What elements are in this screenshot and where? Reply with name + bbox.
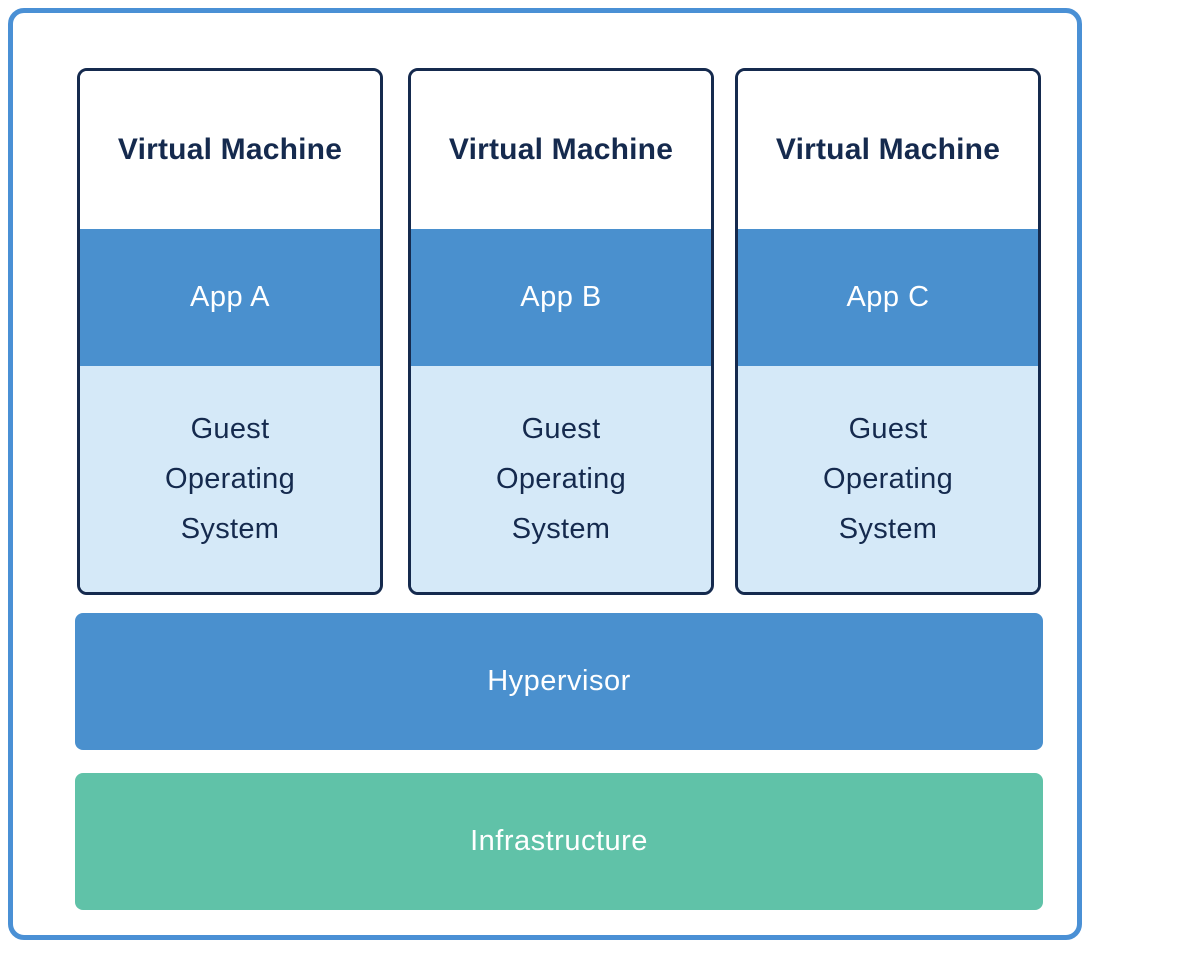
host-boundary-frame: Virtual Machine App A Guest Operating Sy… [8, 8, 1082, 940]
vm-2-title: Virtual Machine [448, 133, 674, 166]
vm-card-3: Virtual Machine App C Guest Operating Sy… [735, 68, 1041, 595]
vm-2-guest-os-label: Guest Operating System [495, 413, 627, 545]
vm-2-app-band: App B [411, 229, 711, 366]
vm-3-title: Virtual Machine [775, 133, 1001, 166]
vm-3-app-label: App C [846, 281, 930, 313]
vm-1-app-band: App A [80, 229, 380, 366]
vm-3-guest-os-band: Guest Operating System [738, 366, 1038, 592]
hypervisor-label: Hypervisor [487, 665, 631, 697]
vm-1-app-label: App A [190, 281, 270, 313]
vm-card-2: Virtual Machine App B Guest Operating Sy… [408, 68, 714, 595]
vm-1-header: Virtual Machine [80, 71, 380, 229]
vm-3-app-band: App C [738, 229, 1038, 366]
vm-1-title: Virtual Machine [117, 133, 343, 166]
infrastructure-label: Infrastructure [470, 825, 648, 857]
vm-2-app-label: App B [520, 281, 602, 313]
vm-3-guest-os-label: Guest Operating System [822, 413, 954, 545]
vm-1-guest-os-label: Guest Operating System [164, 413, 296, 545]
vm-2-guest-os-band: Guest Operating System [411, 366, 711, 592]
hypervisor-layer: Hypervisor [75, 613, 1043, 750]
vm-3-header: Virtual Machine [738, 71, 1038, 229]
vm-1-guest-os-band: Guest Operating System [80, 366, 380, 592]
infrastructure-layer: Infrastructure [75, 773, 1043, 910]
vm-card-1: Virtual Machine App A Guest Operating Sy… [77, 68, 383, 595]
vm-2-header: Virtual Machine [411, 71, 711, 229]
